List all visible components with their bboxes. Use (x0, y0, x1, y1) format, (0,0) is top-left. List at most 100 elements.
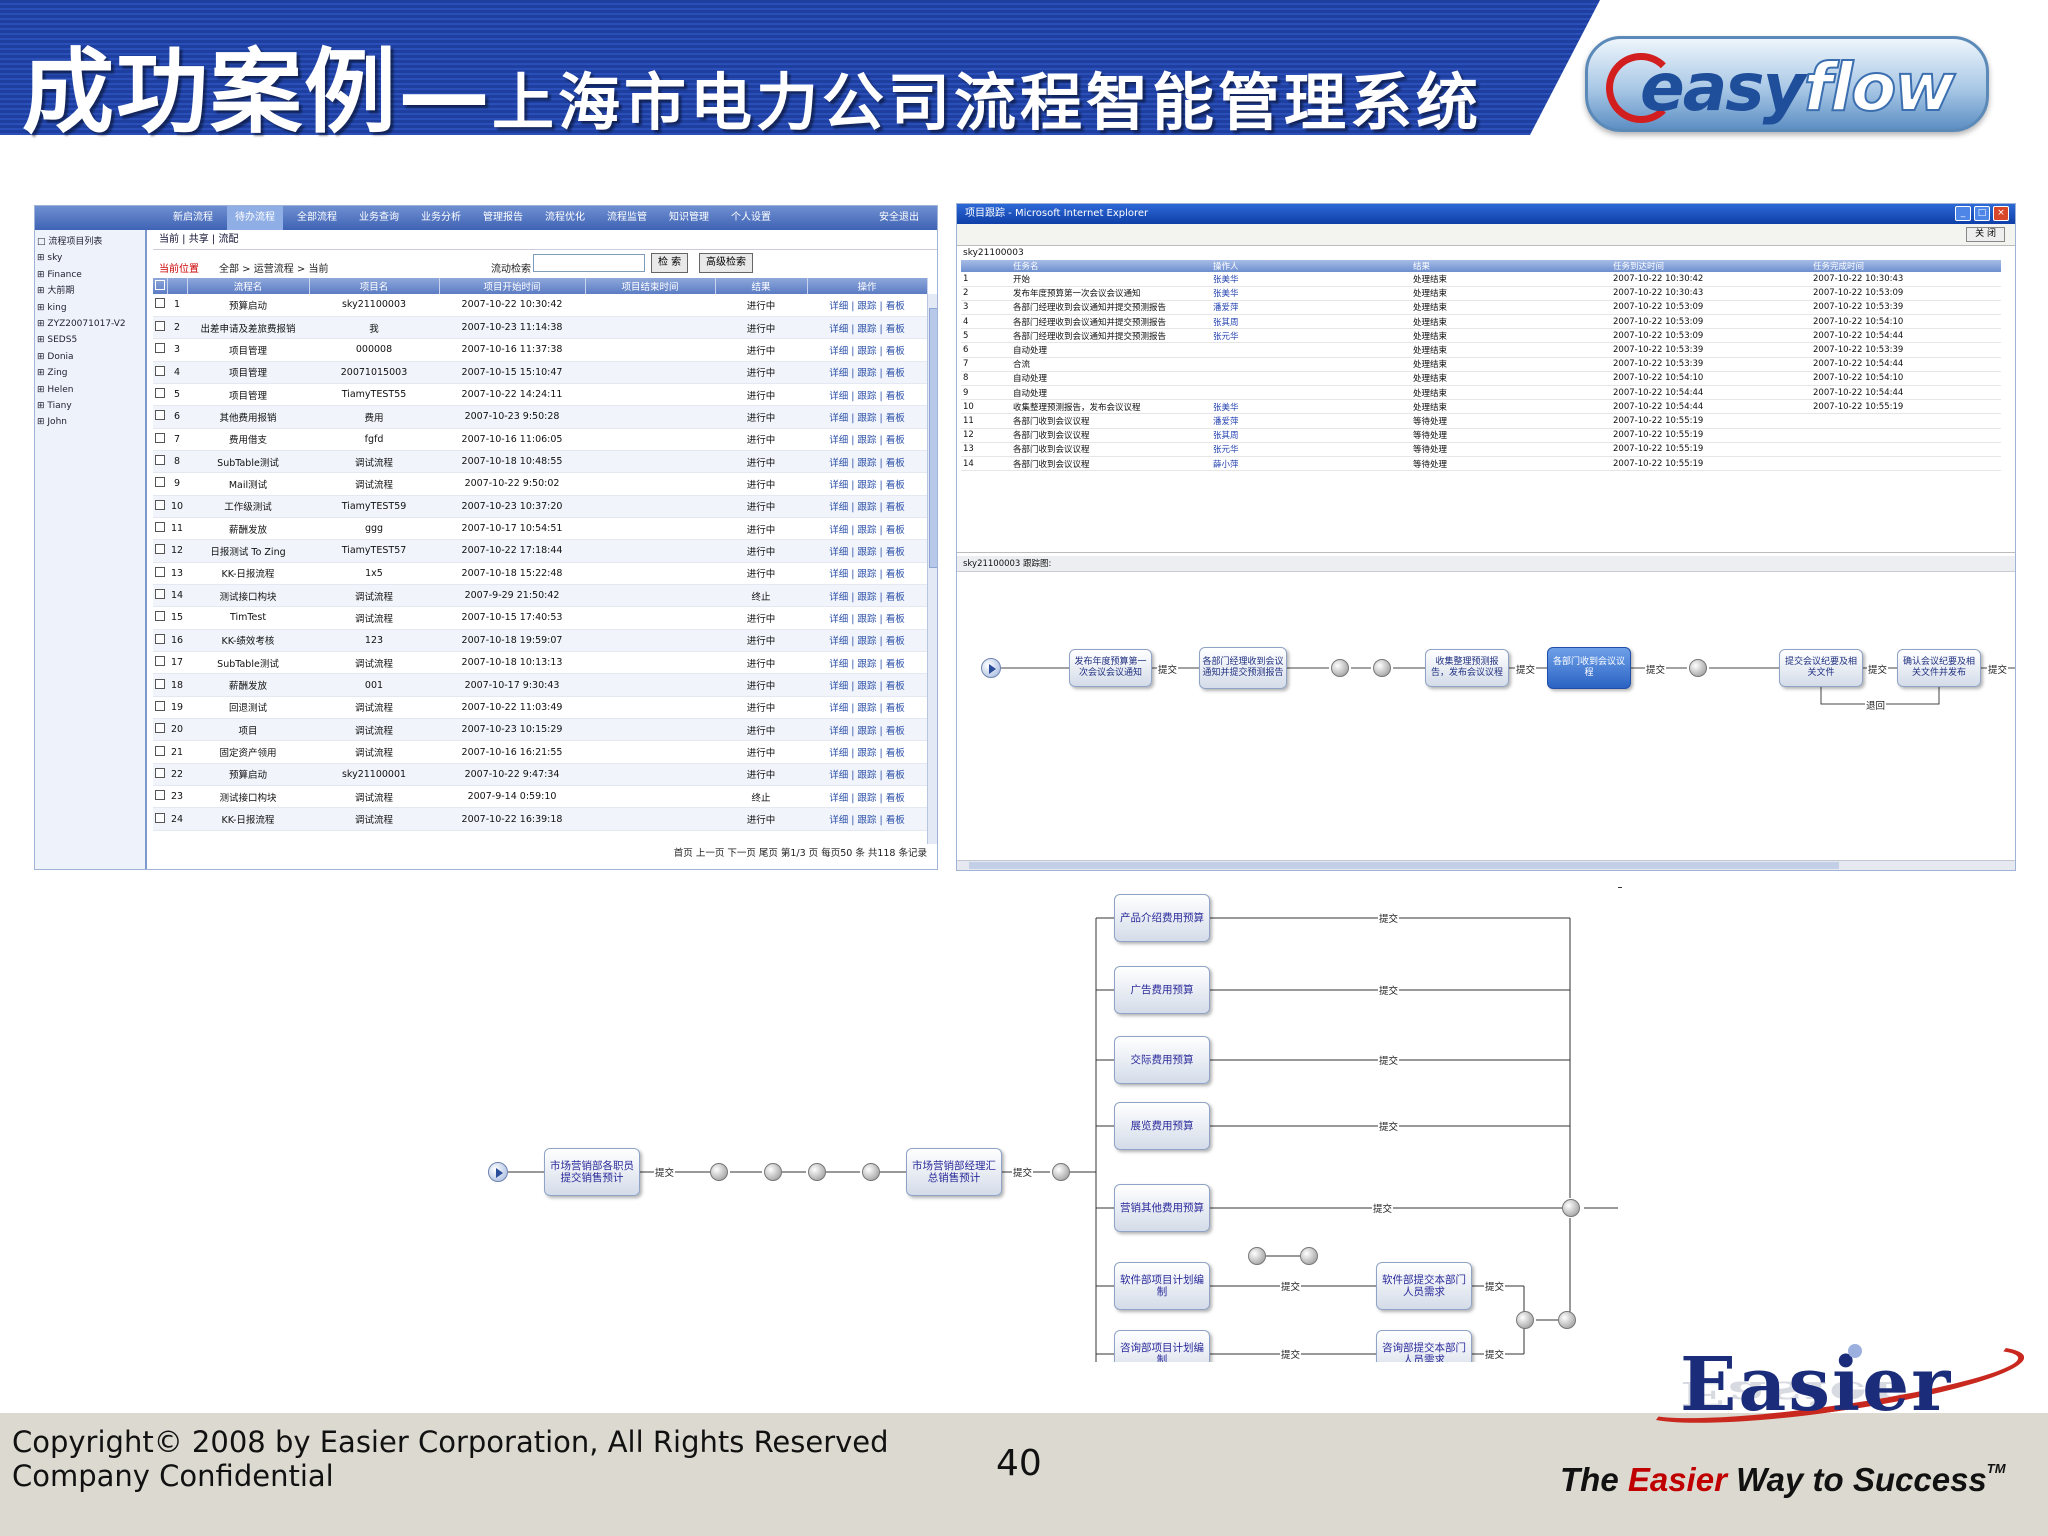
select-all-checkbox[interactable] (154, 279, 165, 290)
checkbox-cell[interactable] (153, 539, 167, 563)
tree-item[interactable]: ⊞ 大前期 (37, 286, 75, 297)
flow-node[interactable]: 提交会议纪要及相关文件 (1779, 649, 1863, 687)
row-checkbox[interactable] (155, 611, 165, 622)
row-actions[interactable]: 详细 | 跟踪 | 看板 (807, 785, 927, 809)
checkbox-cell[interactable] (153, 361, 167, 384)
row-actions[interactable]: 详细 | 跟踪 | 看板 (807, 562, 927, 585)
flow-node[interactable]: 咨询部提交本部门人员需求 (1376, 1330, 1472, 1362)
crumb-path[interactable]: 全部 > 运营流程 > 当前 (219, 264, 329, 275)
row-actions[interactable]: 详细 | 跟踪 | 看板 (807, 383, 927, 407)
row-actions[interactable]: 详细 | 跟踪 | 看板 (807, 294, 927, 317)
row-actions[interactable]: 详细 | 跟踪 | 看板 (807, 405, 927, 429)
tree-item[interactable]: ⊞ SEDS5 (37, 335, 78, 346)
row-checkbox[interactable] (155, 767, 165, 778)
checkbox-cell[interactable] (153, 517, 167, 541)
row-actions[interactable]: 详细 | 跟踪 | 看板 (807, 629, 927, 653)
maximize-icon[interactable]: □ (1974, 206, 1990, 221)
tree-item[interactable]: ⊞ king (37, 302, 67, 313)
tree-item[interactable]: ⊞ John (37, 417, 67, 428)
checkbox-cell[interactable] (153, 316, 167, 340)
checkbox-cell[interactable] (153, 651, 167, 675)
row-checkbox[interactable] (155, 656, 165, 667)
scroll-thumb[interactable] (929, 308, 937, 568)
row-checkbox[interactable] (155, 700, 165, 711)
row-checkbox[interactable] (155, 343, 165, 354)
flow-node[interactable]: 市场营销部经理汇总销售预计 (906, 1148, 1002, 1196)
checkbox-cell[interactable] (153, 383, 167, 407)
nav-item[interactable]: 管理报告 (483, 212, 523, 223)
tree-item[interactable]: □ 流程项目列表 (37, 237, 103, 247)
checkbox-cell[interactable] (153, 495, 167, 518)
row-actions[interactable]: 详细 | 跟踪 | 看板 (807, 606, 927, 630)
search-button[interactable]: 检 索 (651, 253, 689, 273)
checkbox-cell[interactable] (153, 673, 167, 697)
flow-node[interactable]: 广告费用预算 (1114, 966, 1210, 1014)
row-checkbox[interactable] (155, 499, 165, 510)
row-actions[interactable]: 详细 | 跟踪 | 看板 (807, 539, 927, 563)
row-actions[interactable]: 详细 | 跟踪 | 看板 (807, 338, 927, 362)
row-checkbox[interactable] (155, 745, 165, 756)
row-checkbox[interactable] (155, 566, 165, 577)
row-checkbox[interactable] (155, 410, 165, 421)
row-checkbox[interactable] (155, 812, 165, 823)
row-checkbox[interactable] (155, 678, 165, 689)
search-input[interactable] (533, 254, 645, 272)
checkbox-cell[interactable] (153, 718, 167, 742)
row-checkbox[interactable] (155, 522, 165, 533)
tree-item[interactable]: ⊞ Donia (37, 351, 74, 362)
close-icon[interactable]: × (1993, 206, 2009, 221)
checkbox-cell[interactable] (153, 785, 167, 809)
tree-item[interactable]: ⊞ Finance (37, 269, 82, 280)
view-tabs[interactable]: 当前 | 共享 | 流配 (153, 230, 937, 250)
row-actions[interactable]: 详细 | 跟踪 | 看板 (807, 763, 927, 787)
flow-node[interactable]: 营销其他费用预算 (1114, 1184, 1210, 1232)
row-checkbox[interactable] (155, 790, 165, 801)
row-checkbox[interactable] (155, 589, 165, 600)
row-actions[interactable]: 详细 | 跟踪 | 看板 (807, 673, 927, 697)
row-actions[interactable]: 详细 | 跟踪 | 看板 (807, 718, 927, 742)
checkbox-cell[interactable] (153, 338, 167, 362)
flow-node[interactable]: 软件部提交本部门人员需求 (1376, 1262, 1472, 1310)
row-checkbox[interactable] (155, 388, 165, 399)
checkbox-cell[interactable] (153, 294, 167, 317)
nav-item[interactable]: 待办流程 (227, 206, 283, 230)
nav-item[interactable]: 流程优化 (545, 212, 585, 223)
nav-item[interactable]: 知识管理 (669, 212, 709, 223)
row-actions[interactable]: 详细 | 跟踪 | 看板 (807, 807, 927, 831)
checkbox-cell[interactable] (153, 428, 167, 451)
checkbox-cell[interactable] (153, 584, 167, 608)
advanced-search-button[interactable]: 高级检索 (699, 253, 753, 273)
minimize-icon[interactable]: _ (1955, 206, 1971, 221)
row-checkbox[interactable] (155, 455, 165, 466)
checkbox-cell[interactable] (153, 807, 167, 831)
tree-item[interactable]: ⊞ Tiany (37, 401, 72, 412)
checkbox-cell[interactable] (153, 562, 167, 585)
row-checkbox[interactable] (155, 432, 165, 443)
row-checkbox[interactable] (155, 723, 165, 734)
flow-node[interactable]: 产品介绍费用预算 (1114, 894, 1210, 942)
flow-node[interactable]: 咨询部项目计划编制 (1114, 1330, 1210, 1362)
checkbox-cell[interactable] (153, 450, 167, 474)
flow-node[interactable]: 收集整理预测报告，发布会议议程 (1425, 649, 1509, 687)
